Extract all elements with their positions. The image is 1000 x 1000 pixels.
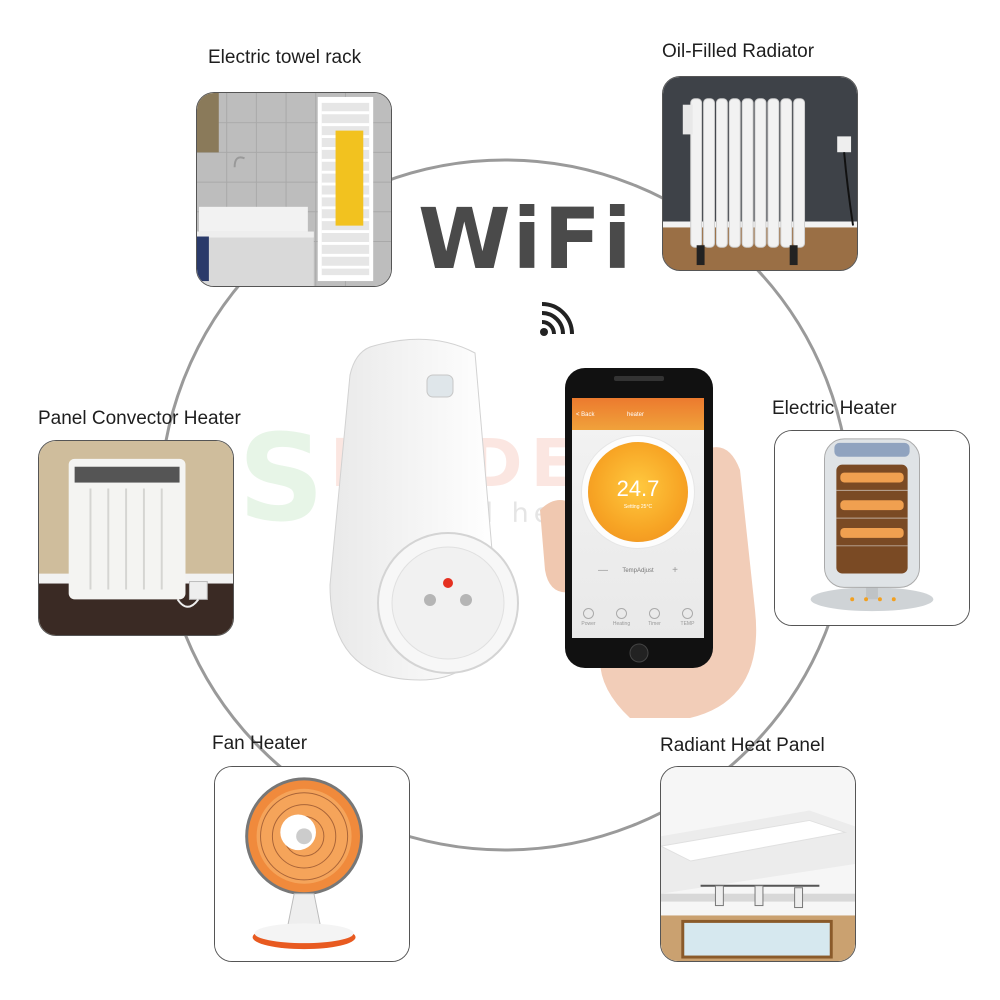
label-electric-heater: Electric Heater	[772, 398, 897, 419]
timer-icon	[649, 608, 660, 619]
temp-adjust-label: TempAdjust	[622, 568, 654, 574]
app-header: < Back heater	[572, 398, 704, 430]
label-panel-convector: Panel Convector Heater	[38, 408, 241, 429]
label-fan-heater: Fan Heater	[212, 733, 308, 754]
label-oil-radiator: Oil-Filled Radiator	[662, 41, 815, 62]
setpoint-label: Setting 25°C	[623, 504, 653, 510]
wifi-title: WiFi	[418, 190, 634, 288]
card-panel-convector	[38, 440, 234, 636]
app-tab-bar: Power Heating Timer TEMP	[572, 608, 704, 638]
back-button[interactable]: < Back	[576, 412, 595, 418]
decrease-temp-button[interactable]: —	[598, 565, 608, 576]
temp-icon	[682, 608, 693, 619]
watermark-logo: S	[238, 410, 325, 549]
fan-heater-photo	[215, 767, 409, 961]
card-radiant-panel	[660, 766, 856, 962]
label-towel-rack: Electric towel rack	[208, 47, 362, 68]
phone-screen: < Back heater 24.7 Setting 25°C — TempAd…	[572, 398, 704, 638]
card-electric-heater	[774, 430, 970, 626]
card-oil-radiator	[662, 76, 858, 271]
tab-temp[interactable]: TEMP	[675, 608, 701, 638]
card-fan-heater	[214, 766, 410, 962]
increase-temp-button[interactable]: +	[672, 565, 678, 576]
oil-radiator-photo	[663, 77, 857, 270]
wifi-signal-icon	[540, 302, 574, 336]
app-screen-title: heater	[627, 412, 645, 418]
temperature-dial[interactable]: 24.7 Setting 25°C	[588, 442, 688, 542]
temp-adjust-row: — TempAdjust +	[572, 565, 704, 576]
label-radiant-panel: Radiant Heat Panel	[660, 735, 825, 756]
heating-icon	[616, 608, 627, 619]
electric-heater-photo	[775, 431, 969, 625]
tab-power[interactable]: Power	[576, 608, 602, 638]
plug-indicator-light	[426, 374, 454, 398]
tab-timer[interactable]: Timer	[642, 608, 668, 638]
tab-heating[interactable]: Heating	[609, 608, 635, 638]
power-icon	[583, 608, 594, 619]
panel-convector-photo	[39, 441, 233, 635]
plug-power-led	[443, 578, 453, 588]
smart-plug	[329, 338, 519, 681]
radiant-panel-photo	[661, 767, 855, 961]
towel-rack-photo	[197, 93, 391, 286]
current-temperature: 24.7	[616, 476, 660, 501]
card-towel-rack	[196, 92, 392, 287]
